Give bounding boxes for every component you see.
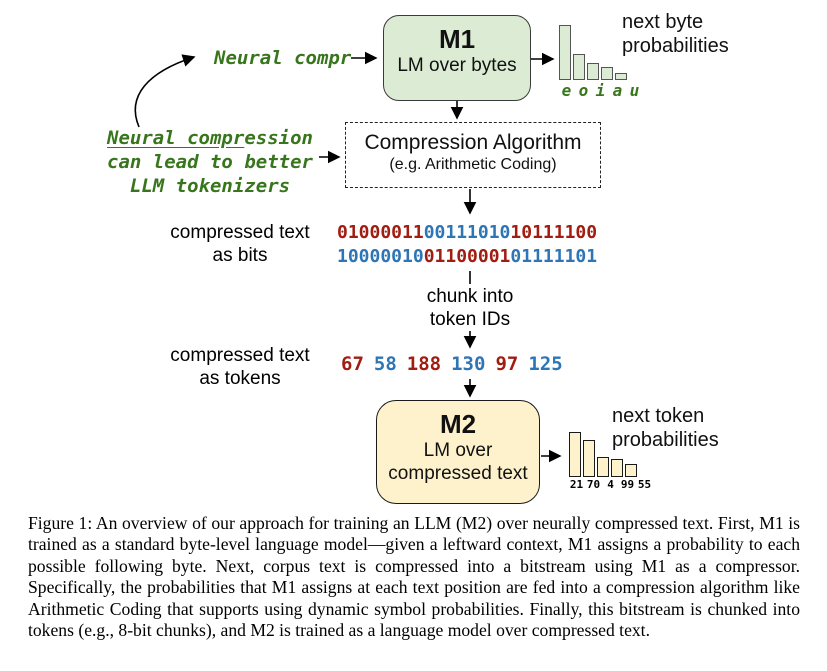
tokens-label: compressed text as tokens bbox=[170, 345, 310, 389]
token-prob-bars bbox=[569, 432, 652, 477]
bar bbox=[601, 67, 613, 80]
annotation-line3: LLM tokenizers bbox=[129, 175, 291, 197]
bar bbox=[569, 432, 581, 477]
annotation-line2: can lead to better bbox=[107, 151, 313, 173]
m1-model-box: M1 LM over bytes bbox=[383, 15, 531, 101]
bits-label: compressed text as bits bbox=[170, 222, 310, 266]
annotation-line1: Neural compression bbox=[107, 127, 313, 149]
bar bbox=[587, 63, 599, 80]
compression-box-title: Compression Algorithm bbox=[364, 131, 582, 154]
bits-row-2: 100000100110000101111101 bbox=[337, 246, 598, 267]
figure-caption: Figure 1: An overview of our approach fo… bbox=[28, 513, 800, 641]
curved-annotation-arrow bbox=[134, 54, 196, 128]
bits-block: 010000110011101010111100 100000100110000… bbox=[337, 221, 597, 269]
bar bbox=[583, 440, 595, 477]
m2-model-box: M2 LM over compressed text bbox=[376, 400, 540, 504]
m2-title: M2 bbox=[439, 409, 477, 439]
bar bbox=[597, 457, 609, 477]
annotation-text: Neural compression can lead to better LL… bbox=[100, 126, 320, 198]
next-byte-probabilities-label: next byte probabilities bbox=[622, 11, 729, 57]
bits-row-1: 010000110011101010111100 bbox=[337, 222, 598, 243]
bar bbox=[615, 73, 627, 80]
bar bbox=[625, 464, 637, 477]
bar bbox=[611, 459, 623, 477]
bar bbox=[559, 25, 571, 80]
byte-prob-bars bbox=[559, 24, 642, 80]
m1-subtitle: LM over bytes bbox=[397, 55, 517, 76]
m2-subtitle-line2: compressed text bbox=[388, 463, 528, 484]
chunk-label: chunk into token IDs bbox=[426, 286, 514, 330]
bar bbox=[573, 54, 585, 80]
compression-box-subtitle: (e.g. Arithmetic Coding) bbox=[389, 156, 557, 173]
next-token-probabilities-label: next token probabilities bbox=[612, 405, 719, 451]
compression-algorithm-box: Compression Algorithm (e.g. Arithmetic C… bbox=[345, 122, 601, 188]
m1-title: M1 bbox=[438, 24, 476, 54]
context-snippet-text: Neural compr bbox=[214, 47, 352, 69]
m2-subtitle-line1: LM over bbox=[423, 440, 493, 461]
